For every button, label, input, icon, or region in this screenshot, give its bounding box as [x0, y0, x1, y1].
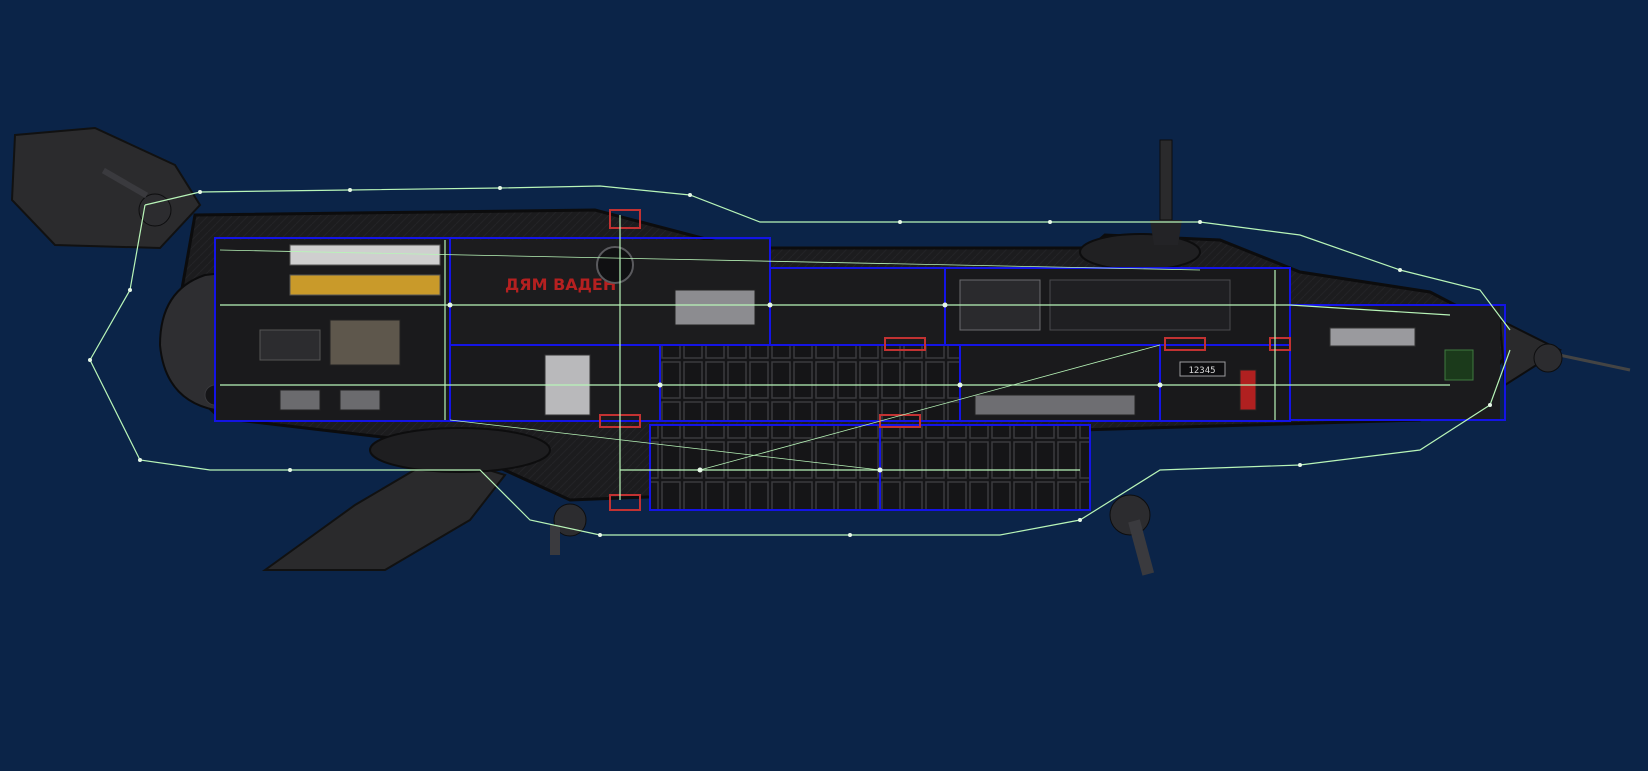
- wall-display-digits: 12345: [1188, 366, 1215, 376]
- hatch-center[interactable]: [609, 209, 641, 229]
- turret-bottom-right[interactable]: [1109, 494, 1155, 576]
- door-1[interactable]: [884, 337, 926, 351]
- engine-control-panels[interactable]: [289, 244, 441, 296]
- fuse-box-red[interactable]: [1239, 369, 1257, 411]
- bow-turret[interactable]: [1533, 343, 1563, 373]
- periscope-mast[interactable]: [1150, 139, 1182, 245]
- wall-display[interactable]: 12345: [1179, 361, 1226, 377]
- outer-waypoint-path-top[interactable]: [144, 185, 1511, 331]
- door-2[interactable]: [1164, 337, 1206, 351]
- turret-bottom-center[interactable]: [550, 503, 587, 555]
- hull-sign-text: ДЯМ ВАДЕН: [505, 275, 616, 294]
- navigation-terminal[interactable]: [674, 289, 756, 326]
- turret-top-left[interactable]: [101, 167, 172, 227]
- engine-pumps[interactable]: [279, 389, 381, 411]
- sonar-station-bow[interactable]: [1329, 327, 1474, 381]
- door-3[interactable]: [1269, 337, 1291, 351]
- reactor-machinery[interactable]: [259, 319, 401, 366]
- lower-tail-fin[interactable]: [261, 453, 507, 571]
- crew-bunks[interactable]: [974, 394, 1136, 416]
- sonar-monitor[interactable]: [596, 246, 634, 284]
- hatch-lower[interactable]: [609, 494, 641, 511]
- waypoint-network[interactable]: [89, 185, 1511, 536]
- waypoint-nodes[interactable]: [88, 186, 1492, 537]
- outer-waypoint-path-bottom[interactable]: [89, 204, 1511, 536]
